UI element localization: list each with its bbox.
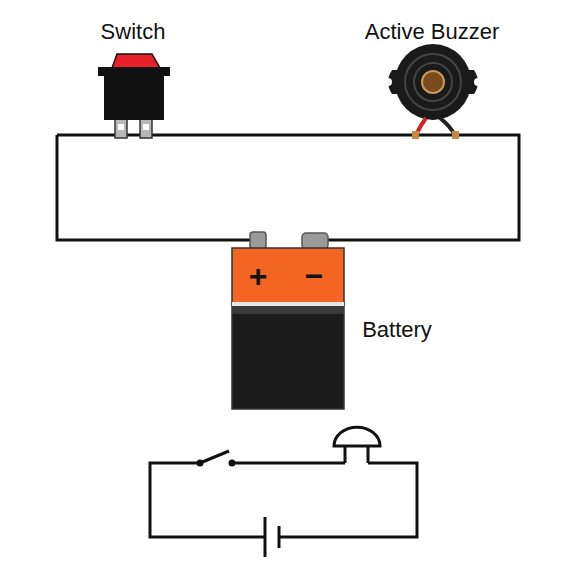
- part-name: Switch: [101, 21, 166, 43]
- switch-rocker: [112, 54, 160, 68]
- schematic-wire: [279, 463, 417, 537]
- polarity-sign: −: [305, 260, 324, 292]
- lead-tip: [452, 131, 459, 139]
- battery-terminal: [302, 233, 328, 249]
- switch-illustration: [98, 54, 170, 138]
- battery-body: [232, 304, 344, 409]
- wire: [57, 135, 519, 240]
- buzzer-body: [395, 44, 471, 120]
- battery-stripe: [232, 302, 344, 306]
- wire: [57, 135, 258, 240]
- battery-symbol: [264, 517, 267, 557]
- switch-symbol: [200, 451, 229, 463]
- wire: [57, 135, 519, 240]
- battery-shade: [232, 306, 344, 314]
- mount-hole: [384, 78, 392, 86]
- buzzer-illustration: [384, 44, 482, 139]
- switch-contact: [229, 460, 236, 467]
- buzzer-symbol: [345, 446, 368, 463]
- schematic: [150, 427, 417, 557]
- terminal-hole: [118, 124, 124, 130]
- terminal-hole: [143, 124, 149, 130]
- battery-top: [232, 248, 344, 304]
- buzzer-symbol: [334, 427, 380, 446]
- battery-terminal: [250, 232, 266, 249]
- schematic-wire: [232, 462, 345, 465]
- polarity-sign: +: [249, 260, 268, 292]
- switch-contact: [197, 460, 204, 467]
- switch-body: [104, 74, 164, 120]
- buzzer-opening: [422, 71, 444, 93]
- battery-symbol: [278, 526, 281, 548]
- switch-flange: [98, 67, 170, 76]
- battery-illustration: [232, 232, 344, 409]
- part-name: Battery: [362, 319, 432, 341]
- buzzer-ring: [414, 63, 452, 101]
- buzzer-ring: [405, 54, 461, 110]
- part-name: Active Buzzer: [365, 21, 500, 43]
- lead-tip: [412, 131, 419, 139]
- mount-hole: [474, 78, 482, 86]
- schematic-wire: [150, 463, 265, 537]
